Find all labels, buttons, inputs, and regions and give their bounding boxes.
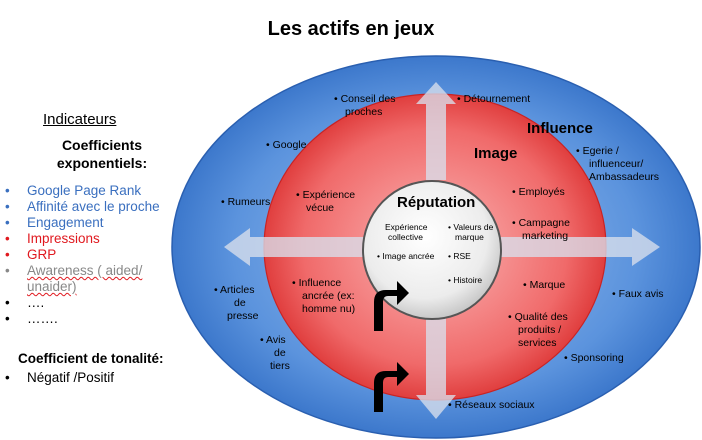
indicator-item: Affinité avec le proche (4, 199, 160, 215)
influence-item-reseaux: • Réseaux sociaux (448, 399, 535, 411)
influence-item-articles: • Articles de presse (214, 284, 259, 322)
image-item-employes: • Employés (512, 186, 565, 198)
indicator-item: Awareness ( aided/ unaider) (4, 263, 160, 295)
indicators-list: Google Page Rank Affinité avec le proche… (4, 183, 160, 327)
indicator-item: Engagement (4, 215, 160, 231)
arrow-left (224, 228, 370, 266)
indicator-item: ……. (4, 311, 160, 327)
influence-item-faux-avis: • Faux avis (612, 288, 664, 300)
influence-items: • Conseil des proches • Détournement • G… (214, 93, 664, 411)
tone-list: Négatif /Positif (4, 370, 114, 385)
indicator-item: GRP (4, 247, 160, 263)
tone-item: Négatif /Positif (4, 370, 114, 385)
image-item-campagne: • Campagne marketing (512, 217, 573, 242)
influence-item-avis: • Avis de tiers (260, 334, 290, 372)
reputation-item-image-ancree: • Image ancrée (377, 251, 435, 261)
image-items: • Expérience vécue • Employés • Campagne… (292, 186, 573, 349)
curved-arrow-upper (374, 281, 409, 331)
curved-arrow-lower (374, 362, 409, 412)
slide-title: Les actifs en jeux (267, 18, 435, 40)
influence-label: Influence (527, 120, 593, 137)
arrow-up (416, 82, 456, 180)
coefficients-title: Coefficients exponentiels: (47, 136, 157, 172)
influence-item-conseil: • Conseil des proches (334, 93, 398, 118)
influence-item-google: • Google (266, 139, 307, 151)
tone-title: Coefficient de tonalité: (18, 351, 164, 366)
arrow-right (500, 228, 660, 266)
indicator-item: Impressions (4, 231, 160, 247)
reputation-item-rse: • RSE (448, 251, 471, 261)
image-item-experience-vecue: • Expérience vécue (296, 189, 358, 214)
image-item-marque: • Marque (523, 279, 565, 291)
indicator-item-line: unaider) (27, 279, 77, 294)
indicator-item: …. (4, 295, 160, 311)
image-item-qualite: • Qualité des produits / services (508, 311, 571, 349)
coefficients-title-line: Coefficients (61, 137, 143, 153)
cross-arrows (224, 82, 660, 419)
influence-item-detournement: • Détournement (457, 93, 530, 105)
indicator-item: Google Page Rank (4, 183, 160, 199)
reputation-item-histoire: • Histoire (448, 275, 482, 285)
reputation-item-experience-collective: Expérience collective (385, 222, 430, 242)
coefficients-title-line: exponentiels: (56, 155, 148, 171)
indicators-title: Indicateurs (43, 111, 117, 128)
arrow-down (416, 310, 456, 419)
reputation-item-valeurs: • Valeurs de marque (448, 222, 496, 242)
image-item-influence-ancree: • Influence ancrée (ex: homme nu) (292, 277, 357, 315)
reputation-label: Réputation (397, 194, 475, 211)
image-label: Image (474, 145, 517, 162)
indicator-item-line: Awareness ( aided/ (27, 263, 143, 278)
influence-item-sponsoring: • Sponsoring (564, 352, 624, 364)
influence-item-egerie: • Egerie / influenceur/ Ambassadeurs (576, 145, 659, 183)
influence-item-rumeurs: • Rumeurs (221, 196, 270, 208)
reputation-items: Expérience collective • Valeurs de marqu… (377, 222, 496, 285)
